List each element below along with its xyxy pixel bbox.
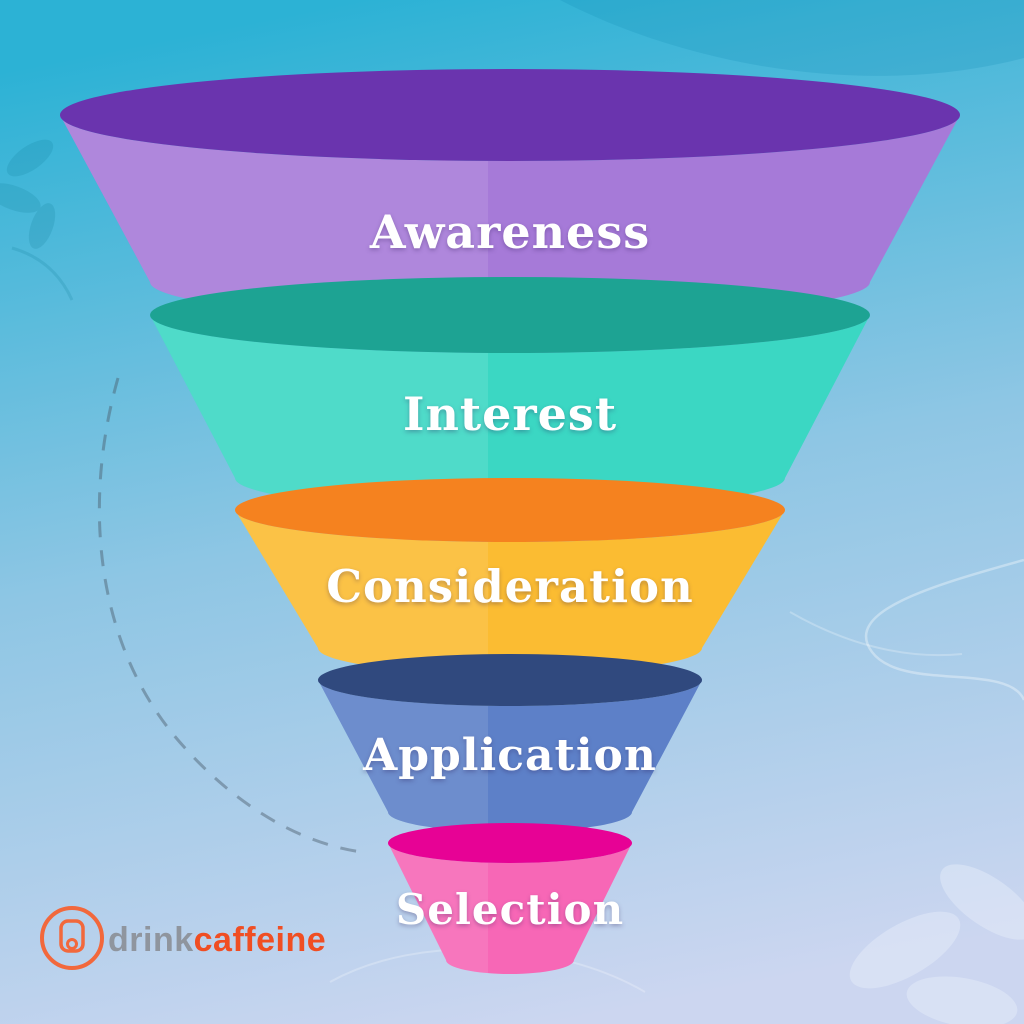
logo-text-caffeine: caffeine xyxy=(194,921,327,959)
wavy-line-right-2 xyxy=(789,611,963,657)
logo-wordmark: drinkcaffeine xyxy=(108,921,326,959)
logo-text-drink: drink xyxy=(108,921,194,959)
brand-logo: drinkcaffeine xyxy=(40,906,326,970)
stage-highlight xyxy=(150,315,488,510)
stage-label-selection: Selection xyxy=(396,885,624,934)
stage-top-ellipse xyxy=(60,69,960,161)
stage-body xyxy=(318,680,702,832)
stage-body xyxy=(388,843,632,974)
wavy-line-right xyxy=(864,558,1024,701)
dashed-curve-line xyxy=(97,377,363,854)
funnel-stage-interest: Interest xyxy=(150,277,870,510)
funnel-stage-selection: Selection xyxy=(388,823,632,974)
stage-highlight xyxy=(60,115,488,320)
stage-top-ellipse xyxy=(318,654,702,706)
stage-highlight xyxy=(235,510,488,674)
stage-body xyxy=(235,510,785,674)
top-wave-shape xyxy=(560,0,1024,76)
stage-top-ellipse xyxy=(388,823,632,863)
clover-leaf-top-left xyxy=(0,139,74,301)
stage-label-interest: Interest xyxy=(403,387,617,441)
stage-highlight xyxy=(318,680,488,832)
stage-label-application: Application xyxy=(362,730,657,781)
leaf-cluster-bottom-right xyxy=(849,864,1024,1024)
funnel-stage-consideration: Consideration xyxy=(235,478,785,674)
logo-circle xyxy=(40,906,104,970)
stage-top-ellipse xyxy=(235,478,785,542)
stage-body xyxy=(150,315,870,510)
coffee-cup-icon xyxy=(59,919,85,953)
stage-highlight xyxy=(388,843,488,974)
stage-body xyxy=(60,115,960,320)
funnel-stage-application: Application xyxy=(318,654,702,832)
stage-label-consideration: Consideration xyxy=(326,560,694,613)
stage-label-awareness: Awareness xyxy=(369,205,650,259)
funnel-stage-awareness: Awareness xyxy=(60,69,960,320)
stage-top-ellipse xyxy=(150,277,870,353)
